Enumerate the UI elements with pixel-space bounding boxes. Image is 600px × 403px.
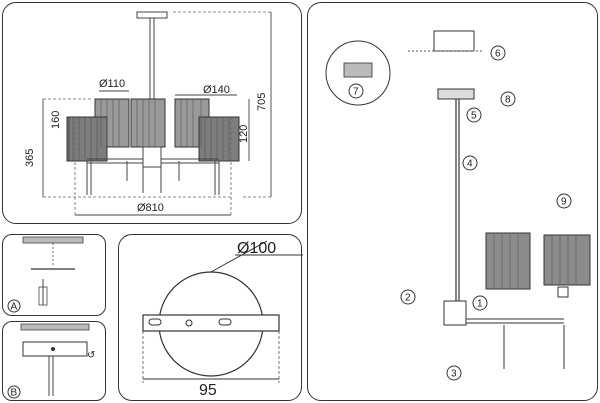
step-2-label: 2 <box>405 293 411 304</box>
overall-width-label: Ø810 <box>137 202 164 214</box>
canopy-drawing: Ø100 95 <box>142 240 303 399</box>
step-1-label: 1 <box>477 299 483 310</box>
step-5-label: 5 <box>471 111 477 122</box>
assembly-panel: 1 2 3 4 5 6 7 8 9 <box>307 2 598 401</box>
large-shade-diameter-label: Ø140 <box>203 84 230 96</box>
total-height-label: 705 <box>256 93 268 111</box>
canopy-width-label: 95 <box>199 382 217 399</box>
step-4-label: 4 <box>467 159 473 170</box>
mounting-drawing-a: A <box>7 236 84 313</box>
arm-height-label: 365 <box>24 149 36 167</box>
canopy-panel: Ø100 95 <box>118 234 303 401</box>
assembly-drawing: 1 2 3 4 5 6 7 8 9 <box>325 30 591 381</box>
shade-height-label: 160 <box>50 111 62 129</box>
step-3-label: 3 <box>451 369 457 380</box>
arm-drop-label: 120 <box>238 125 250 143</box>
step-6-label: 6 <box>495 49 501 60</box>
chandelier-dimension-drawing: Ø110 Ø140 160 365 705 120 Ø810 <box>24 11 272 216</box>
panel-a-label: A <box>11 302 18 313</box>
panel-b-label: B <box>11 388 18 399</box>
panel-a-mounting: A <box>2 234 106 316</box>
step-markers <box>348 45 572 381</box>
step-8-label: 8 <box>505 95 511 106</box>
shade-front-right <box>198 116 240 162</box>
rotate-arrow-icon: ↺ <box>87 350 95 361</box>
shade-front-left <box>66 116 108 162</box>
step-7-label: 7 <box>353 87 359 98</box>
panel-b-mounting: ↺ B <box>2 321 106 401</box>
step-9-label: 9 <box>561 197 567 208</box>
shade-back-center <box>130 98 166 148</box>
dimensions-panel: Ø110 Ø140 160 365 705 120 Ø810 <box>2 2 302 224</box>
canopy-diameter-label: Ø100 <box>237 240 276 257</box>
small-shade-diameter-label: Ø110 <box>99 78 125 90</box>
mounting-drawing-b: ↺ B <box>7 323 95 399</box>
